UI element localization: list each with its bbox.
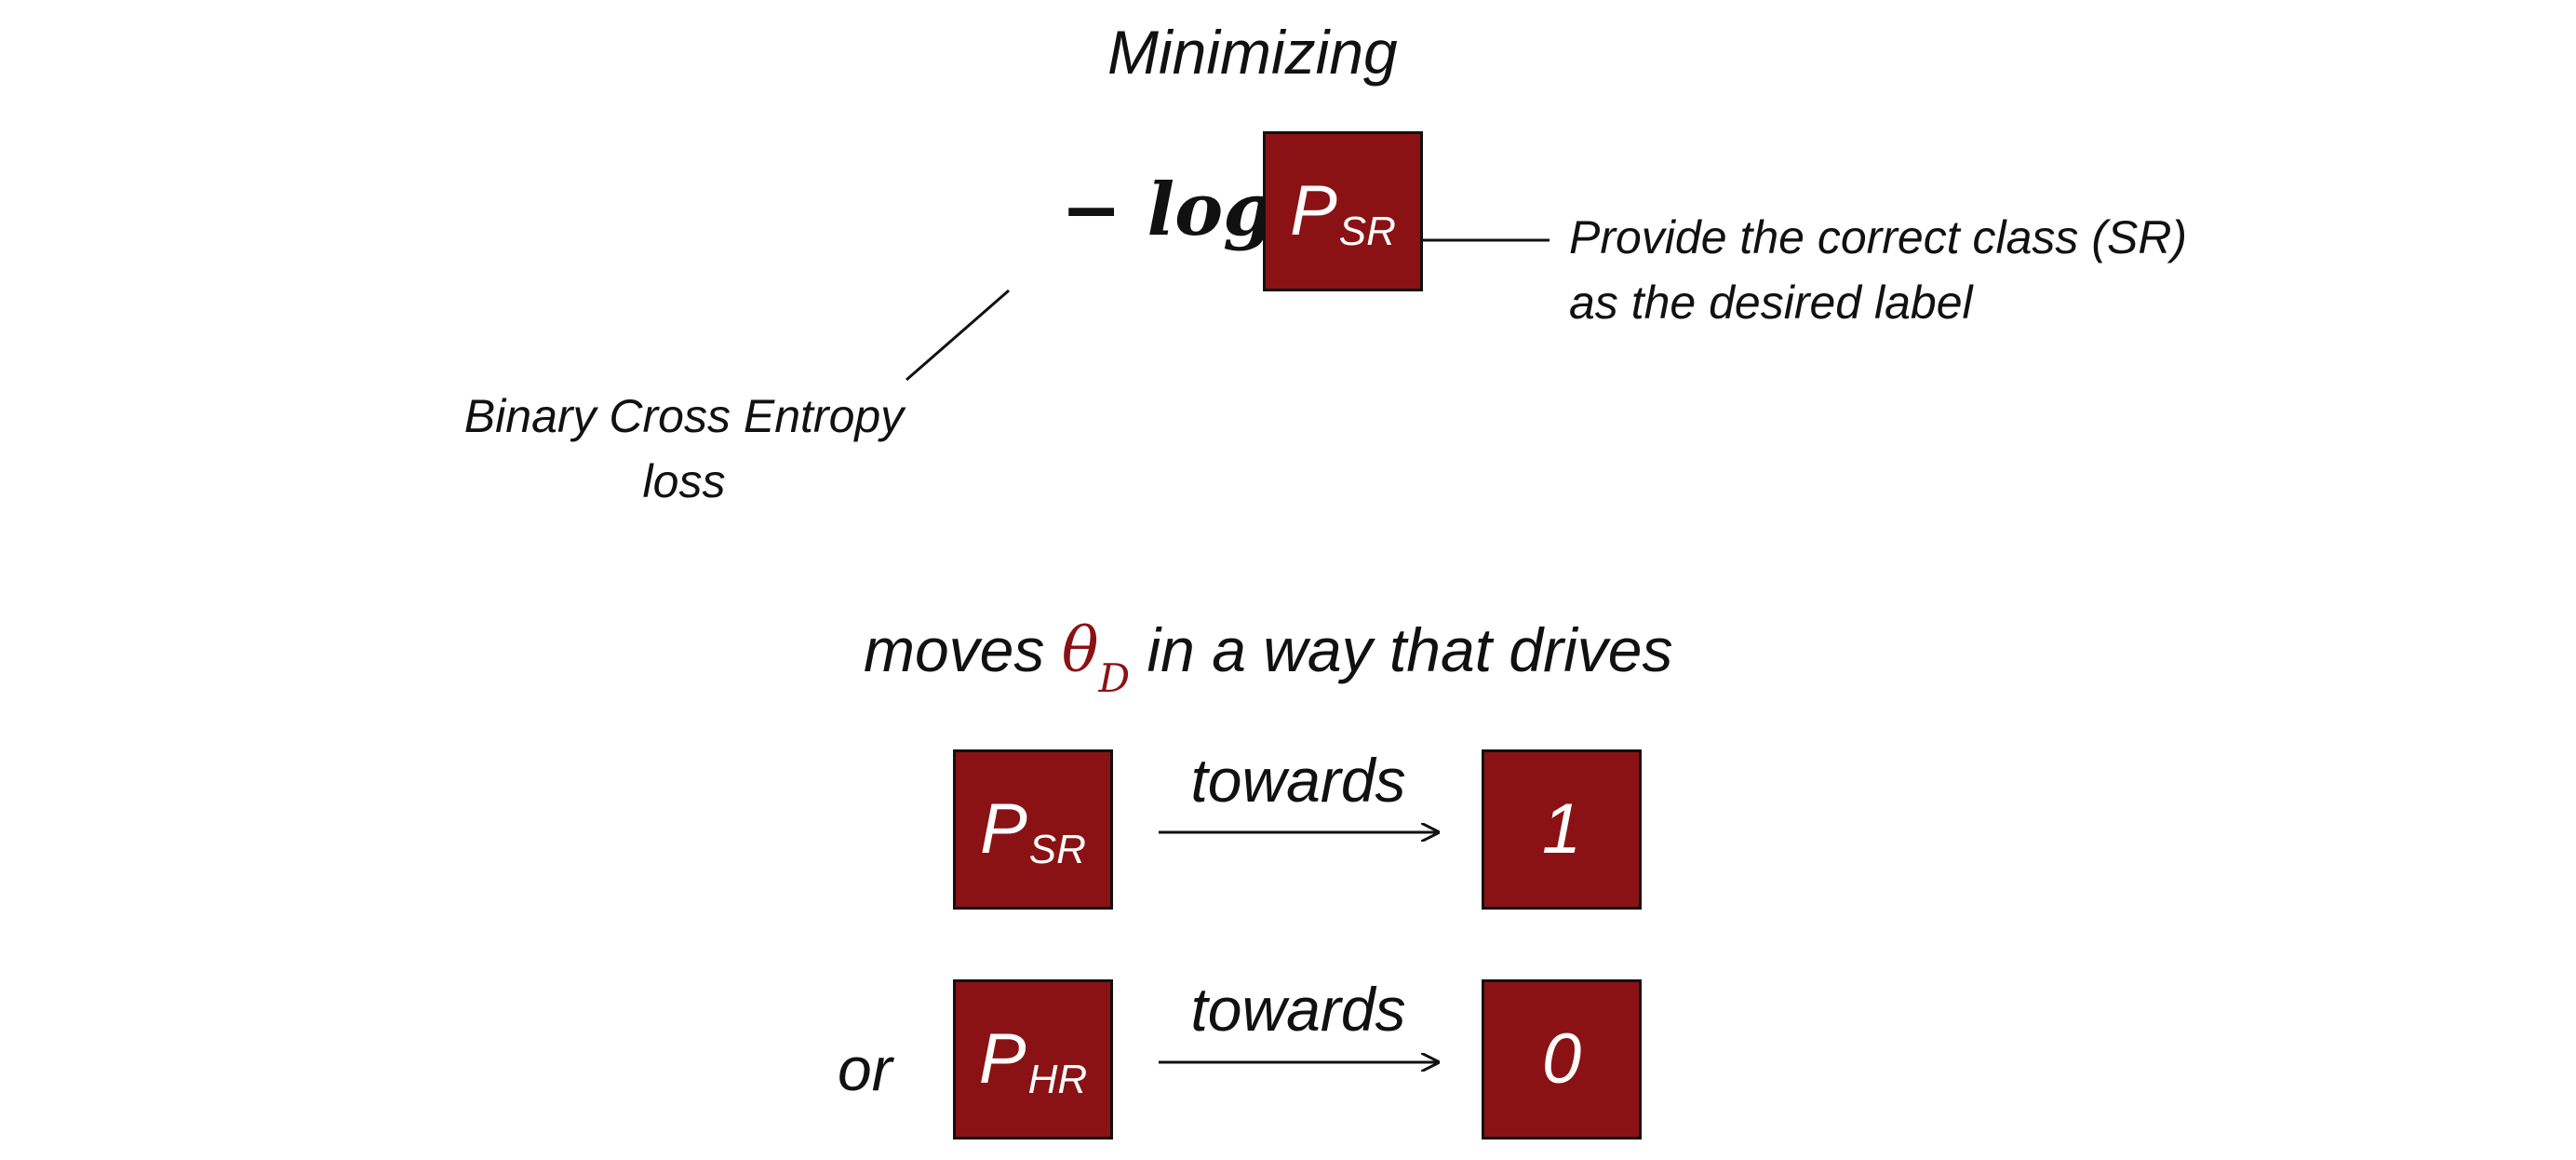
target-value-1: 1	[1541, 789, 1582, 869]
effect-sentence: moves θD in a way that drives	[864, 614, 1673, 701]
left-annotation-line-2: loss	[642, 455, 726, 507]
target-box-1: 1	[1482, 749, 1642, 910]
left-annotation-line-1: Binary Cross Entropy	[463, 390, 905, 442]
theta-symbol: θ	[1061, 614, 1099, 686]
row-1-arrow-label: towards	[1190, 746, 1406, 815]
effect-suffix: in a way that drives	[1147, 615, 1673, 684]
row-2-arrow-label: towards	[1190, 975, 1406, 1044]
row-1-from-main: P	[980, 789, 1027, 869]
target-box-2: 0	[1482, 979, 1642, 1140]
left-annotation-line	[906, 289, 1010, 382]
or-label: or	[838, 1034, 892, 1103]
theta-d-symbol: θD	[1061, 614, 1130, 701]
p-sr-box-top-main: P	[1290, 171, 1337, 250]
row-2-from-main: P	[978, 1019, 1026, 1099]
row-2-from-sub: HR	[1027, 1057, 1088, 1102]
effect-prefix: moves	[864, 615, 1045, 684]
row-1-from-sub: SR	[1028, 827, 1086, 872]
right-annotation-line-2: as the desired label	[1569, 277, 1973, 329]
target-value-2: 0	[1541, 1019, 1582, 1099]
p-sr-box-top-sub: SR	[1338, 209, 1396, 254]
theta-subscript: D	[1098, 655, 1131, 701]
right-annotation-line-1: Provide the correct class (SR)	[1569, 211, 2188, 263]
diagram-title: Minimizing	[1107, 18, 1398, 87]
negative-log-operator: − log	[1061, 168, 1274, 252]
